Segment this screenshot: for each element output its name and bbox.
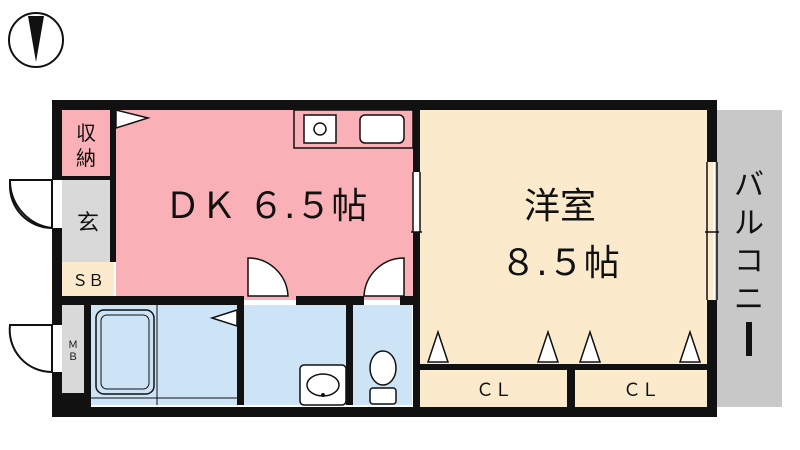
closet-left-floor bbox=[422, 370, 567, 407]
dk-label: ＤＫ ６.５帖 bbox=[165, 186, 368, 227]
entrance-floor bbox=[62, 180, 114, 262]
closet-left-label: ＣＬ bbox=[476, 380, 512, 401]
balcony-label-char-2: ル bbox=[734, 206, 764, 241]
western-room-label-line1: 洋室 bbox=[524, 186, 596, 227]
meter-box-label-char-1: Ｍ bbox=[68, 340, 78, 351]
closet-right-label: ＣＬ bbox=[623, 380, 659, 401]
western-room-label-line2: ８.５帖 bbox=[500, 243, 619, 284]
storage-label-char-2: 納 bbox=[76, 146, 96, 170]
western-room-floor bbox=[420, 110, 713, 407]
storage-label-char-1: 収 bbox=[76, 121, 96, 145]
closet-right-floor bbox=[575, 370, 711, 407]
meter-box-floor bbox=[62, 305, 84, 393]
shoe-box-floor bbox=[62, 262, 114, 296]
toilet-door-swing-icon bbox=[363, 257, 405, 297]
stove-icon bbox=[303, 114, 337, 144]
kitchen-counter bbox=[293, 109, 414, 149]
shoe-box-label: ＳＢ bbox=[72, 271, 104, 290]
balcony-label-char-1: バ bbox=[734, 168, 764, 203]
washbasin-icon bbox=[299, 364, 347, 406]
meter-box-label-char-2: Ｂ bbox=[68, 352, 78, 363]
sink-icon bbox=[359, 114, 405, 144]
meter-box-door-swing-icon bbox=[8, 324, 53, 374]
balcony-floor bbox=[715, 110, 782, 407]
toilet-icon bbox=[369, 350, 397, 405]
closet-door-marks bbox=[426, 329, 702, 363]
walls bbox=[52, 100, 717, 417]
north-arrow-icon bbox=[8, 12, 64, 68]
storage-floor bbox=[62, 110, 114, 180]
bathtub-icon bbox=[95, 309, 155, 395]
entrance-door-swing-icon bbox=[8, 179, 53, 230]
window-marks bbox=[411, 162, 719, 300]
storage-door-swing-icon bbox=[115, 109, 151, 130]
bathroom-door-icon bbox=[209, 308, 238, 328]
balcony-long-vowel-mark: ー bbox=[746, 322, 752, 356]
balcony-label-char-5: ー bbox=[749, 346, 750, 348]
washroom-door-swing-icon bbox=[247, 257, 289, 297]
balcony-label-char-3: コ bbox=[734, 244, 764, 279]
entrance-label: 玄 bbox=[77, 211, 99, 236]
balcony-label-char-4: ニ bbox=[734, 282, 764, 317]
